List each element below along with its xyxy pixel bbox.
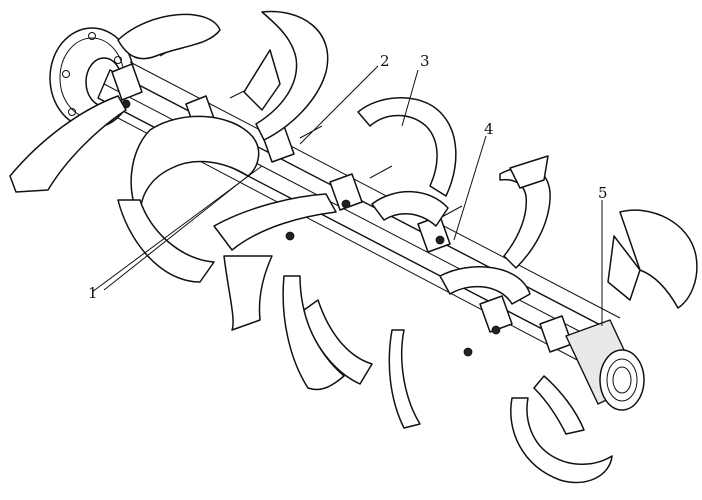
right-end-hub — [565, 319, 645, 411]
leader-lines — [91, 65, 603, 326]
callout-5: 5 — [598, 184, 608, 202]
callout-1: 1 — [88, 284, 98, 302]
callout-3: 3 — [420, 52, 430, 70]
callouts: 1 2 3 4 5 — [88, 52, 608, 302]
callout-2: 2 — [380, 52, 390, 70]
callout-4: 4 — [484, 120, 494, 138]
